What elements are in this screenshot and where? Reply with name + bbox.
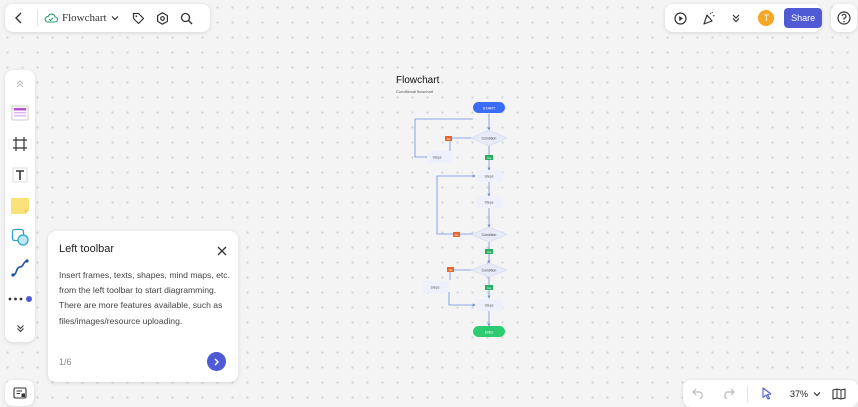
top-right-toolbar: T Share: [665, 4, 823, 32]
double-chevron-down-icon[interactable]: [725, 6, 749, 30]
svg-text:Steps: Steps: [485, 303, 494, 307]
frame-icon[interactable]: [5, 128, 35, 159]
zoom-level[interactable]: 37%: [790, 388, 809, 399]
help-icon: [837, 11, 851, 25]
connector-line-icon[interactable]: [5, 253, 35, 284]
tooltip-page-indicator: 1/6: [59, 357, 72, 367]
chevron-right-icon: [213, 358, 220, 366]
svg-text:Yes: Yes: [487, 156, 492, 160]
help-button[interactable]: [831, 4, 857, 32]
svg-text:Condition: Condition: [482, 269, 497, 273]
left-toolbar: [5, 70, 35, 342]
flowchart-diagram[interactable]: START Condition No Steps Yes Steps Steps…: [405, 100, 515, 340]
play-icon[interactable]: [669, 6, 693, 30]
condition-node[interactable]: Condition: [470, 129, 508, 147]
start-node[interactable]: START: [473, 102, 505, 113]
redo-icon[interactable]: [713, 381, 743, 407]
svg-text:Condition: Condition: [482, 233, 497, 237]
svg-text:Steps: Steps: [485, 174, 494, 178]
share-button[interactable]: Share: [784, 8, 823, 28]
chevron-down-icon[interactable]: [810, 391, 824, 397]
search-icon[interactable]: [175, 6, 199, 30]
undo-icon[interactable]: [683, 381, 713, 407]
svg-text:Steps: Steps: [431, 285, 440, 289]
document-name: Flowchart: [62, 12, 107, 24]
celebrate-icon[interactable]: [697, 6, 721, 30]
svg-text:Yes: Yes: [487, 250, 492, 254]
divider: [747, 385, 748, 402]
condition-node[interactable]: Condition: [470, 262, 508, 278]
yes-label: Yes: [485, 285, 493, 290]
no-label: No: [445, 136, 452, 141]
shapes-icon[interactable]: [5, 222, 35, 253]
steps-node[interactable]: Steps: [427, 151, 453, 163]
onboarding-tooltip: Left toolbar Insert frames, texts, shape…: [48, 231, 238, 382]
canvas-subtitle: Conditional flowchart: [396, 89, 434, 94]
steps-node[interactable]: Steps: [477, 170, 504, 182]
svg-text:No: No: [455, 233, 459, 237]
more-tools-icon[interactable]: [5, 284, 35, 315]
svg-text:Condition: Condition: [482, 137, 497, 141]
next-step-button[interactable]: [207, 352, 226, 371]
divider: [37, 10, 38, 26]
document-name-menu[interactable]: Flowchart: [44, 12, 119, 24]
steps-node[interactable]: Steps: [423, 281, 450, 293]
tag-icon[interactable]: [127, 6, 151, 30]
outline-panel-button[interactable]: [5, 380, 34, 406]
canvas-title: Flowchart: [396, 75, 440, 86]
template-icon[interactable]: [5, 97, 35, 128]
back-icon[interactable]: [7, 6, 31, 30]
cloud-icon: [44, 13, 58, 23]
steps-node[interactable]: Steps: [477, 196, 504, 208]
sticky-note-icon[interactable]: [5, 190, 35, 221]
tooltip-body: Insert frames, texts, shapes, mind maps,…: [59, 270, 230, 326]
gear-icon[interactable]: [151, 6, 175, 30]
svg-text:END: END: [485, 329, 494, 334]
svg-text:No: No: [447, 137, 451, 141]
steps-node[interactable]: Steps: [477, 299, 504, 311]
condition-node[interactable]: Condition: [470, 226, 508, 243]
select-cursor-icon[interactable]: [752, 381, 782, 407]
no-label: No: [453, 232, 460, 237]
top-toolbar: Flowchart: [5, 4, 210, 32]
svg-text:START: START: [483, 105, 496, 110]
avatar[interactable]: T: [758, 10, 775, 26]
expand-down-icon[interactable]: [5, 315, 35, 342]
tooltip-title: Left toolbar: [59, 243, 115, 255]
yes-label: Yes: [485, 155, 493, 160]
svg-text:Steps: Steps: [485, 200, 494, 204]
no-label: No: [447, 267, 454, 272]
bottom-right-toolbar: 37%: [683, 380, 858, 407]
collapse-up-icon[interactable]: [5, 70, 35, 97]
svg-text:No: No: [449, 268, 453, 272]
yes-label: Yes: [485, 249, 493, 254]
outline-icon: [12, 387, 27, 399]
close-icon[interactable]: [216, 245, 228, 257]
chevron-down-icon: [111, 15, 119, 21]
text-icon[interactable]: [5, 159, 35, 190]
svg-text:Steps: Steps: [433, 155, 442, 159]
svg-text:Yes: Yes: [487, 286, 492, 290]
map-icon[interactable]: [824, 381, 854, 407]
end-node[interactable]: END: [473, 326, 505, 337]
